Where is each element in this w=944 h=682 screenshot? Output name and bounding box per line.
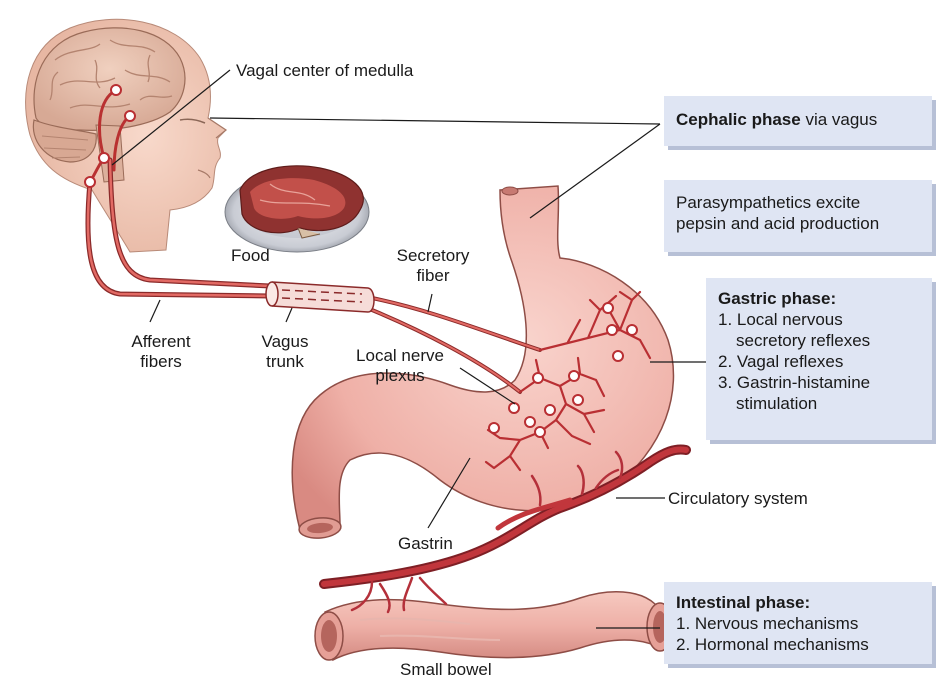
intestinal-item-2: 2. Hormonal mechanisms (676, 634, 920, 655)
cephalic-phase-box: Cephalic phase via vagus (664, 96, 932, 146)
gastric-item-3-cont: stimulation (718, 393, 920, 414)
local-nerve-plexus-label: Local nerve plexus (346, 346, 454, 386)
vagus-trunk-sheath (266, 282, 374, 312)
gastrin-label: Gastrin (398, 534, 453, 554)
afferent-fibers-label-line1: Afferent (116, 332, 206, 352)
vagus-trunk-label: Vagus trunk (244, 332, 326, 372)
local-nerve-plexus-label-line2: plexus (346, 366, 454, 386)
vagus-trunk-label-line1: Vagus (244, 332, 326, 352)
secretory-fiber-label-line2: fiber (380, 266, 486, 286)
intestinal-phase-title-text: Intestinal phase: (676, 593, 810, 612)
gastric-item-3: 3. Gastrin-histamine (718, 372, 920, 393)
intestinal-phase-title: Intestinal phase: (676, 592, 920, 613)
circulatory-system-label: Circulatory system (668, 489, 808, 509)
parasympathetic-box: Parasympathetics excite pepsin and acid … (664, 180, 932, 252)
local-nerve-plexus-label-line1: Local nerve (346, 346, 454, 366)
parasympathetic-line1: Parasympathetics excite (676, 192, 920, 213)
parasympathetic-line2: pepsin and acid production (676, 213, 920, 234)
vagal-center-label: Vagal center of medulla (236, 61, 413, 81)
gastric-phase-box: Gastric phase: 1. Local nervous secretor… (706, 278, 932, 440)
gastric-item-1: 1. Local nervous (718, 309, 920, 330)
food-plate (225, 166, 369, 252)
intestinal-phase-box: Intestinal phase: 1. Nervous mechanisms … (664, 582, 932, 664)
afferent-fibers-label: Afferent fibers (116, 332, 206, 372)
cephalic-phase-title: Cephalic phase (676, 110, 801, 129)
cephalic-phase-rest: via vagus (801, 110, 878, 129)
secretory-fiber-label-line1: Secretory (380, 246, 486, 266)
intestinal-item-1: 1. Nervous mechanisms (676, 613, 920, 634)
afferent-fibers-label-line2: fibers (116, 352, 206, 372)
food-label: Food (231, 246, 270, 266)
gastric-phase-title: Gastric phase: (718, 288, 920, 309)
small-bowel (315, 592, 673, 660)
small-bowel-label: Small bowel (400, 660, 492, 680)
gastric-item-2: 2. Vagal reflexes (718, 351, 920, 372)
gastric-item-1-cont: secretory reflexes (718, 330, 920, 351)
secretory-fiber-label: Secretory fiber (380, 246, 486, 286)
gastric-phase-title-text: Gastric phase: (718, 289, 836, 308)
vagus-trunk-label-line2: trunk (244, 352, 326, 372)
head (26, 19, 226, 252)
